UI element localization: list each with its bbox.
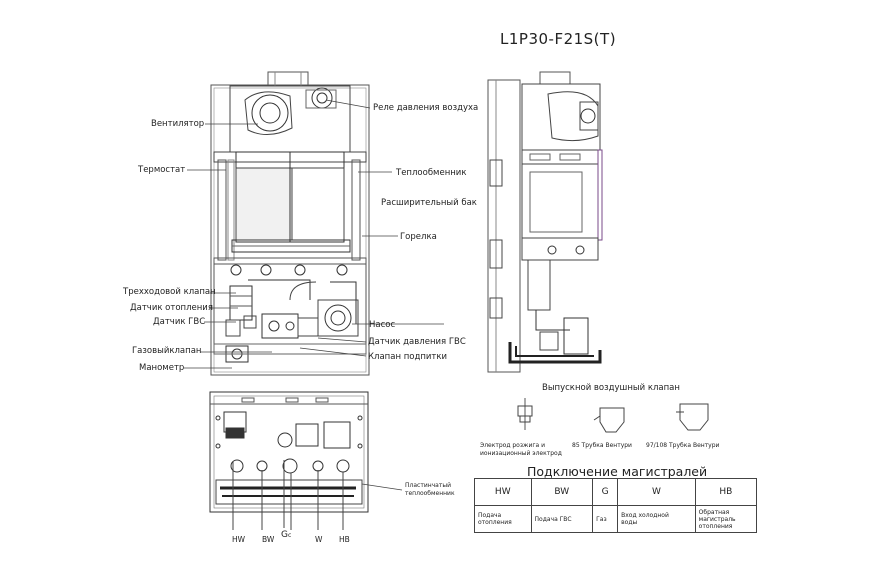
label-electrode-line2: ионизационный электрод bbox=[480, 450, 562, 457]
front-view bbox=[210, 71, 370, 376]
conn-header-w: W bbox=[617, 478, 696, 506]
label-electrode: Электрод розжига и ионизационный электро… bbox=[480, 442, 575, 458]
label-heating-sensor: Датчик отопления bbox=[130, 303, 213, 313]
label-gas-valve: Газовыйклапан bbox=[132, 346, 202, 356]
conn-desc-hb-3: отопления bbox=[698, 522, 733, 530]
label-manometer: Манометр bbox=[139, 363, 185, 373]
label-heat-exchanger: Теплообменник bbox=[396, 168, 467, 178]
model-title: L1P30-F21S(T) bbox=[500, 30, 617, 48]
label-air-vent-valve: Выпускной воздушный клапан bbox=[542, 383, 680, 393]
label-air-pressure-relay: Реле давления воздуха bbox=[373, 103, 479, 113]
conn-desc-hw-2: отопления bbox=[478, 519, 512, 526]
leader-lines bbox=[184, 99, 444, 491]
conn-header-hb: HB bbox=[694, 478, 758, 506]
label-dhw-sensor: Датчик ГВС bbox=[153, 317, 206, 327]
connections-header-row: HW BW G W HB bbox=[474, 478, 758, 506]
label-electrode-line1: Электрод розжига и bbox=[480, 442, 545, 449]
port-label-g: Gc bbox=[281, 530, 291, 540]
parts-icons bbox=[517, 398, 709, 433]
conn-header-hw: HW bbox=[474, 478, 532, 506]
port-label-hb: HB bbox=[339, 535, 350, 544]
conn-desc-hb-1: Обратная bbox=[698, 508, 730, 516]
label-dhw-pressure-sensor: Датчик давления ГВС bbox=[368, 337, 466, 347]
label-plate-exchanger-line2: теплообменник bbox=[405, 490, 455, 497]
conn-desc-g: Газ bbox=[592, 505, 619, 533]
label-fan: Вентилятор bbox=[151, 119, 205, 129]
bottom-view bbox=[209, 391, 369, 530]
label-venturi-85: 85 Трубка Вентури bbox=[572, 442, 632, 449]
conn-desc-bw-1: Подача ГВС bbox=[534, 515, 572, 523]
conn-desc-w-2: воды bbox=[621, 519, 638, 526]
conn-desc-hb-2: магистраль bbox=[698, 515, 736, 523]
conn-header-g: G bbox=[592, 478, 619, 506]
label-three-way-valve: Трехходовой клапан bbox=[123, 287, 216, 297]
port-label-bw: BW bbox=[262, 535, 275, 544]
label-pump: Насос bbox=[369, 320, 396, 330]
conn-desc-hw-1: Подача bbox=[478, 512, 502, 519]
port-label-g-suffix: c bbox=[287, 532, 292, 539]
label-thermostat: Термостат bbox=[138, 165, 186, 175]
port-label-w: W bbox=[315, 535, 323, 544]
label-makeup-valve: Клапан подпитки bbox=[368, 352, 448, 362]
label-plate-exchanger: Пластинчатый теплообменник bbox=[405, 482, 485, 498]
conn-desc-bw: Подача ГВС bbox=[530, 505, 594, 533]
conn-desc-w-1: Вход холодной bbox=[621, 512, 669, 519]
connections-title: Подключение магистралей bbox=[527, 464, 708, 479]
label-venturi-97: 97/108 Трубка Вентури bbox=[646, 442, 720, 449]
label-expansion-tank: Расширительный бак bbox=[381, 198, 477, 208]
port-label-hw: HW bbox=[232, 535, 246, 544]
conn-header-bw: BW bbox=[530, 478, 594, 506]
port-label-g-main: G bbox=[281, 530, 288, 540]
label-burner: Горелка bbox=[400, 232, 437, 242]
side-view bbox=[487, 71, 603, 373]
conn-desc-g-1: Газ bbox=[596, 515, 607, 523]
label-plate-exchanger-line1: Пластинчатый bbox=[405, 482, 451, 489]
